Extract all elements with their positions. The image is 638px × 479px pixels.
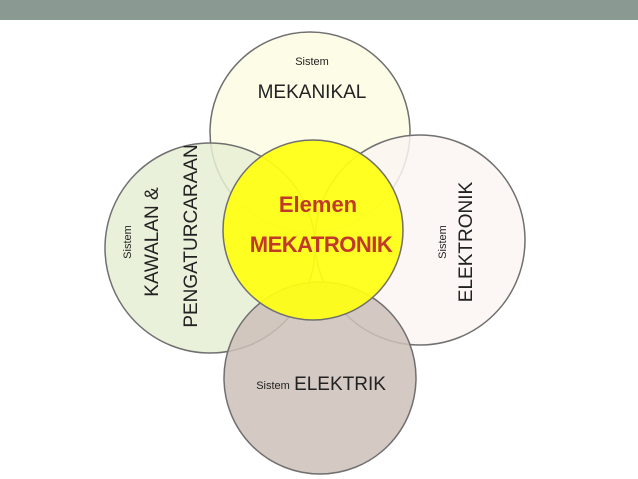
elektrik-prefix: Sistem	[256, 380, 290, 392]
center-label-line2: MEKATRONIK	[250, 232, 393, 257]
kawalan-prefix: Sistem	[122, 225, 134, 259]
elektronik-prefix: Sistem	[437, 225, 449, 259]
kawalan-label-line2: PENGATURCARAAN	[181, 144, 202, 327]
kawalan-label-line1: KAWALAN &	[142, 187, 163, 297]
mekanikal-prefix: Sistem	[295, 56, 329, 68]
venn-diagram: Sistem MEKANIKAL Sistem KAWALAN & PENGAT…	[104, 31, 526, 475]
circle-center	[222, 139, 404, 321]
elektrik-label: ELEKTRIK	[294, 374, 386, 395]
mekanikal-label: MEKANIKAL	[258, 82, 367, 103]
top-bar	[0, 0, 638, 20]
center-label-line1: Elemen	[279, 192, 357, 217]
elektronik-label: ELEKTRONIK	[456, 181, 477, 302]
